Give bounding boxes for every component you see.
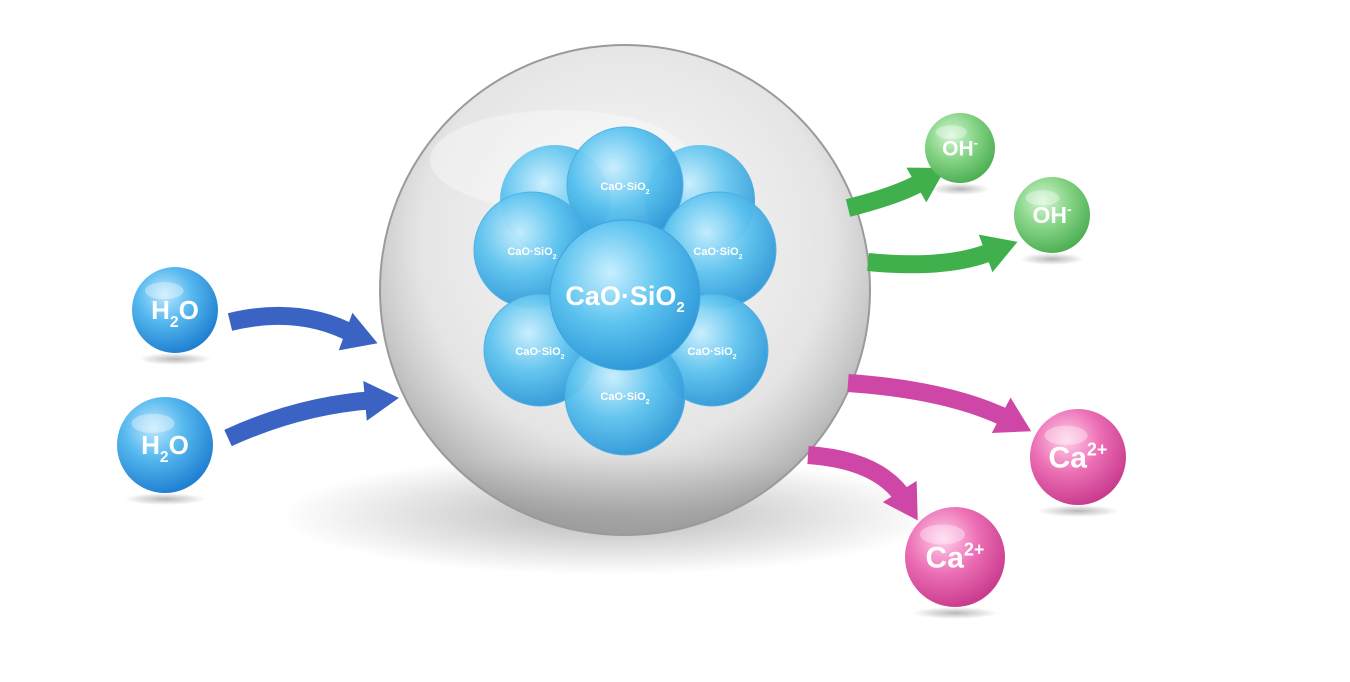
flow-arrow bbox=[867, 234, 1018, 274]
flow-arrow bbox=[807, 446, 918, 521]
flow-arrow bbox=[847, 374, 1032, 433]
calcium-ion-label: Ca2+ bbox=[926, 540, 985, 575]
satellite-label: CaO·SiO2 bbox=[600, 391, 649, 406]
hydroxide-ion: OH- bbox=[1014, 177, 1090, 265]
hydroxide-ion-label: OH- bbox=[1032, 202, 1072, 228]
water-molecule: H2O bbox=[132, 267, 218, 365]
water-molecule-label: H2O bbox=[151, 295, 199, 331]
calcium-ion: Ca2+ bbox=[1030, 409, 1126, 517]
satellite-label: CaO·SiO2 bbox=[515, 346, 564, 361]
hydroxide-ion: OH- bbox=[925, 113, 995, 195]
core-sphere-satellite: CaO·SiO2 bbox=[564, 334, 686, 456]
satellite-label: CaO·SiO2 bbox=[507, 246, 556, 261]
satellite-label: CaO·SiO2 bbox=[600, 181, 649, 196]
flow-arrow bbox=[227, 306, 378, 351]
flow-arrow bbox=[224, 380, 399, 447]
satellite-label: CaO·SiO2 bbox=[687, 346, 736, 361]
calcium-ion: Ca2+ bbox=[905, 507, 1005, 619]
satellite-label: CaO·SiO2 bbox=[693, 246, 742, 261]
water-molecule: H2O bbox=[117, 397, 213, 505]
core-sphere-main bbox=[549, 219, 701, 371]
water-molecule-label: H2O bbox=[141, 430, 189, 466]
core-label: CaO·SiO2 bbox=[565, 281, 684, 316]
calcium-ion-label: Ca2+ bbox=[1049, 440, 1108, 475]
hydroxide-ion-label: OH- bbox=[942, 136, 978, 160]
flow-arrow bbox=[845, 167, 946, 217]
